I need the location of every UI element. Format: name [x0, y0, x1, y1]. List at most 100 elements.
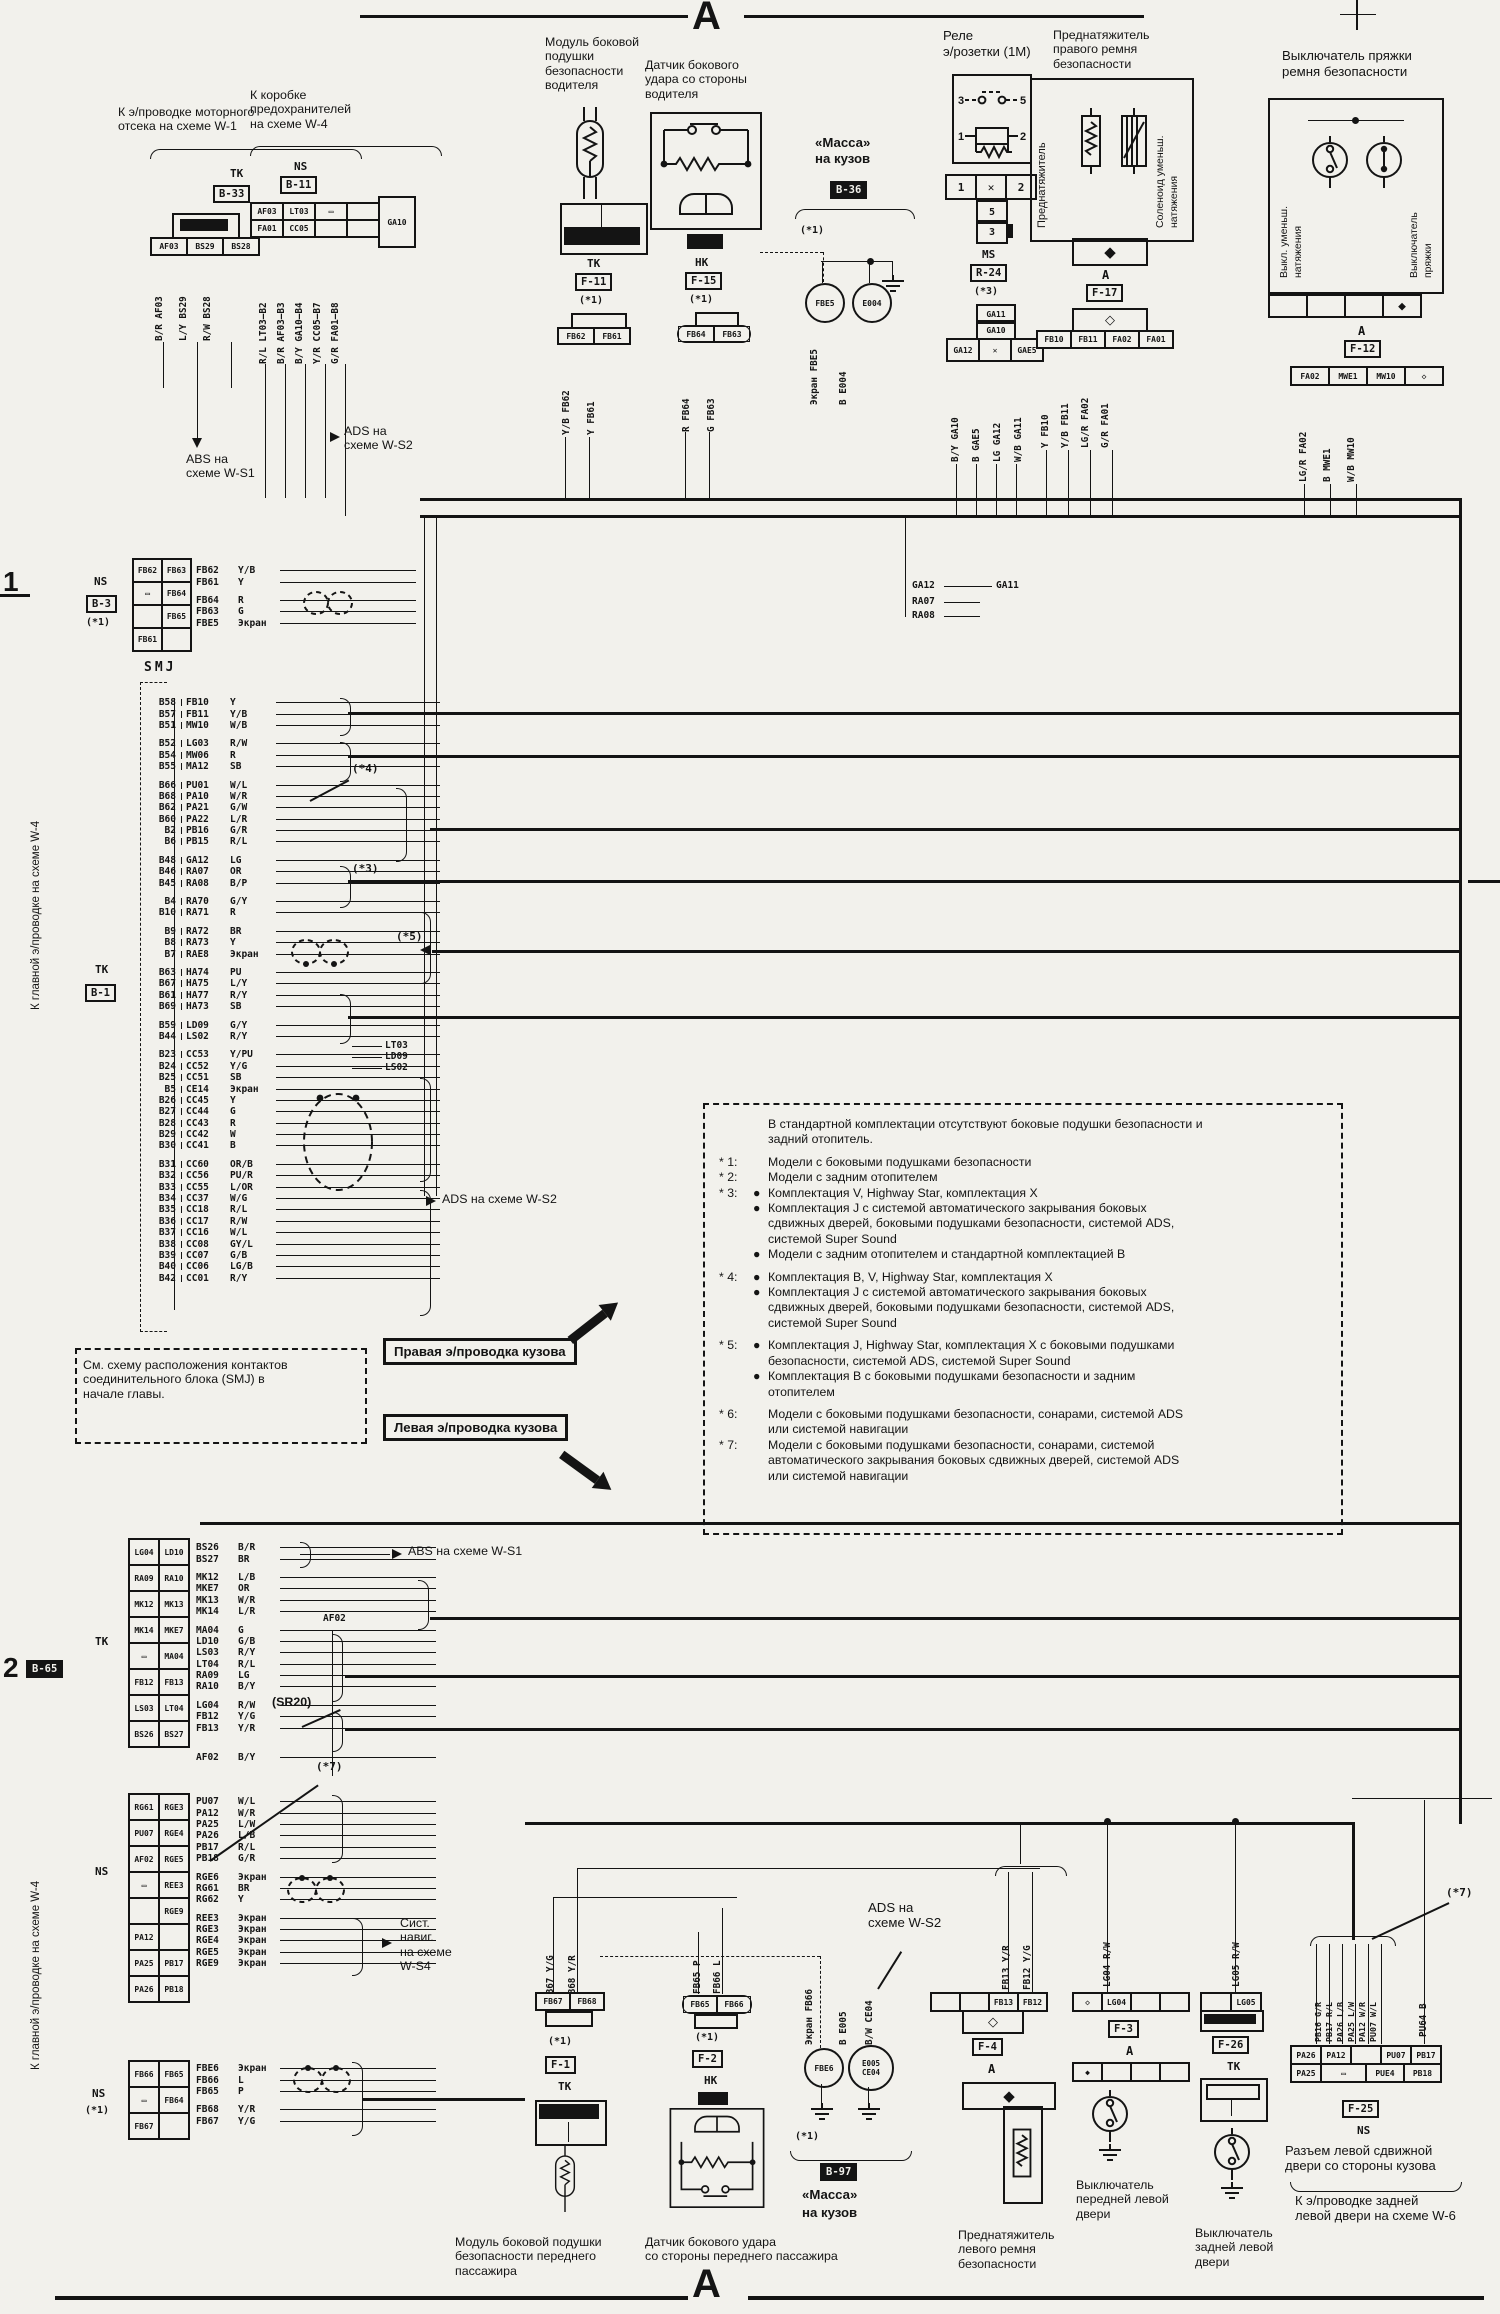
wire-row: MA04 G — [196, 1624, 436, 1636]
title-line: безопасности — [958, 2256, 1037, 2271]
wire-color: Экран — [238, 1958, 267, 1970]
connector-type: ТК — [95, 963, 109, 976]
pin-number: B33 — [150, 1182, 182, 1193]
wire-segment — [280, 1640, 436, 1642]
wire-segment — [276, 983, 440, 985]
wire-segment — [276, 901, 440, 903]
wire-segment — [553, 1897, 737, 1899]
pin-number: B38 — [150, 1239, 182, 1250]
circuit-code: RA71 — [186, 907, 209, 919]
wire-segment — [55, 2296, 688, 2300]
wire-segment — [280, 1835, 436, 1837]
abs-destination-label: ABS на схеме W-S1 — [408, 1544, 523, 1558]
connector-cell: REE3 — [159, 1872, 189, 1898]
wire-label: B E005 — [838, 2011, 849, 2045]
note-text: В стандартной комплектации отсутствуют б… — [768, 1117, 1203, 1131]
edge-tick — [1468, 880, 1500, 883]
module-connector — [560, 203, 648, 255]
wire-label: PA26 L/B — [1335, 2002, 1345, 2042]
connector-cell: LG05 — [1231, 1993, 1261, 2011]
smj-row: B57 FB11 Y/B — [150, 708, 440, 720]
variant-note: (*1) — [695, 2032, 720, 2043]
connector-plug-bar — [180, 219, 228, 231]
wire-row: PB18 G/R — [196, 1853, 436, 1864]
connector-cell — [1345, 295, 1383, 317]
resistor-icon — [1012, 2128, 1032, 2178]
abs-destination-label: ABS на схеме W-S1 — [186, 452, 296, 481]
link-label: LT03 — [385, 1040, 408, 1051]
note-key — [719, 1232, 753, 1247]
note-key: * 3: — [719, 1185, 738, 1200]
wire-segment — [1112, 450, 1114, 515]
connector-cell — [1201, 1993, 1231, 2011]
pin-number: B51 — [150, 720, 182, 731]
pin-number: B54 — [150, 750, 182, 761]
note-arrow — [1371, 1902, 1450, 1940]
connector-type: NS — [294, 160, 308, 173]
note-key: * 6: — [719, 1406, 738, 1421]
circuit-code: CC44 — [186, 1106, 209, 1118]
connector-plug — [1200, 2010, 1264, 2032]
impact-sensor-icon — [669, 2108, 765, 2208]
connector-cell: FB12 — [1018, 1993, 1047, 2011]
title-line: Модуль боковой подушки — [455, 2235, 602, 2249]
title-line: задней левой — [1195, 2240, 1274, 2255]
section-number-1: 1 — [3, 566, 19, 597]
resistor-icon — [1081, 108, 1101, 174]
wire-color: Экран — [230, 1083, 259, 1095]
connector-cell — [162, 628, 191, 651]
wire-segment — [276, 1163, 440, 1165]
connector-cell: ▭ — [129, 1872, 159, 1898]
wire-color: G/Y — [230, 1019, 248, 1031]
connector-id: F-15 — [685, 272, 723, 290]
connector-id: B-65 — [26, 1660, 64, 1678]
wire-segment — [722, 1908, 724, 1994]
wire-color: L/Y — [230, 978, 248, 990]
wire-segment — [685, 432, 687, 498]
wire-row: RG62 Y — [196, 1894, 436, 1905]
pin-number: B60 — [150, 814, 182, 825]
pin-number: B2 — [150, 825, 182, 836]
pin-number: B66 — [150, 780, 182, 791]
circuit-code: CC18 — [186, 1204, 209, 1216]
connector-cell: RGE9 — [159, 1898, 189, 1924]
pretensioner-body — [1003, 2106, 1043, 2204]
wire-segment — [280, 2109, 436, 2111]
note-text: Модели с боковыми подушками безопасности… — [768, 1437, 1155, 1452]
inner-label: Преднатяжитель — [1036, 142, 1048, 228]
dest-line: схеме W-S2 — [868, 1915, 942, 1931]
connector-plug-bar — [564, 227, 640, 245]
wire-color: R/Y — [230, 989, 248, 1001]
smj-row: B35 CC18 R/L — [150, 1204, 440, 1215]
connector-cells: 1✕2 — [945, 174, 1037, 200]
connector-cell: LT03 — [283, 203, 315, 220]
wire-segment — [276, 1243, 440, 1245]
note-key — [719, 1469, 753, 1484]
connector-cell — [347, 220, 379, 237]
connector-id: F-25 — [1342, 2100, 1380, 2118]
wire-color: R/Y — [230, 1272, 248, 1284]
ads-destination-label: ADS на схеме W-S2 — [868, 1900, 941, 1931]
bus-wire — [345, 1728, 1459, 1731]
wire-color: Y — [230, 1094, 236, 1106]
engine-code-note: (SR20) — [272, 1695, 312, 1709]
connector-id: B-36 — [830, 181, 868, 199]
wire-segment — [280, 2090, 436, 2092]
title-line: водителя — [645, 86, 699, 101]
wire-color: Y/B — [230, 708, 248, 720]
switch-icon — [1092, 2090, 1128, 2142]
brace — [995, 1866, 1067, 1876]
wire-color: G/B — [230, 1249, 248, 1261]
connector-cell: FB64 — [678, 326, 714, 342]
connector-cell: PA26 — [1291, 2046, 1321, 2064]
brace — [790, 2151, 912, 2161]
bullet-icon: ● — [753, 1185, 761, 1200]
connector-cell: RGE3 — [159, 1794, 189, 1820]
squib-icon — [576, 107, 604, 199]
circuit-code: MKE7 — [196, 1583, 219, 1595]
pin-number: B23 — [150, 1049, 182, 1060]
